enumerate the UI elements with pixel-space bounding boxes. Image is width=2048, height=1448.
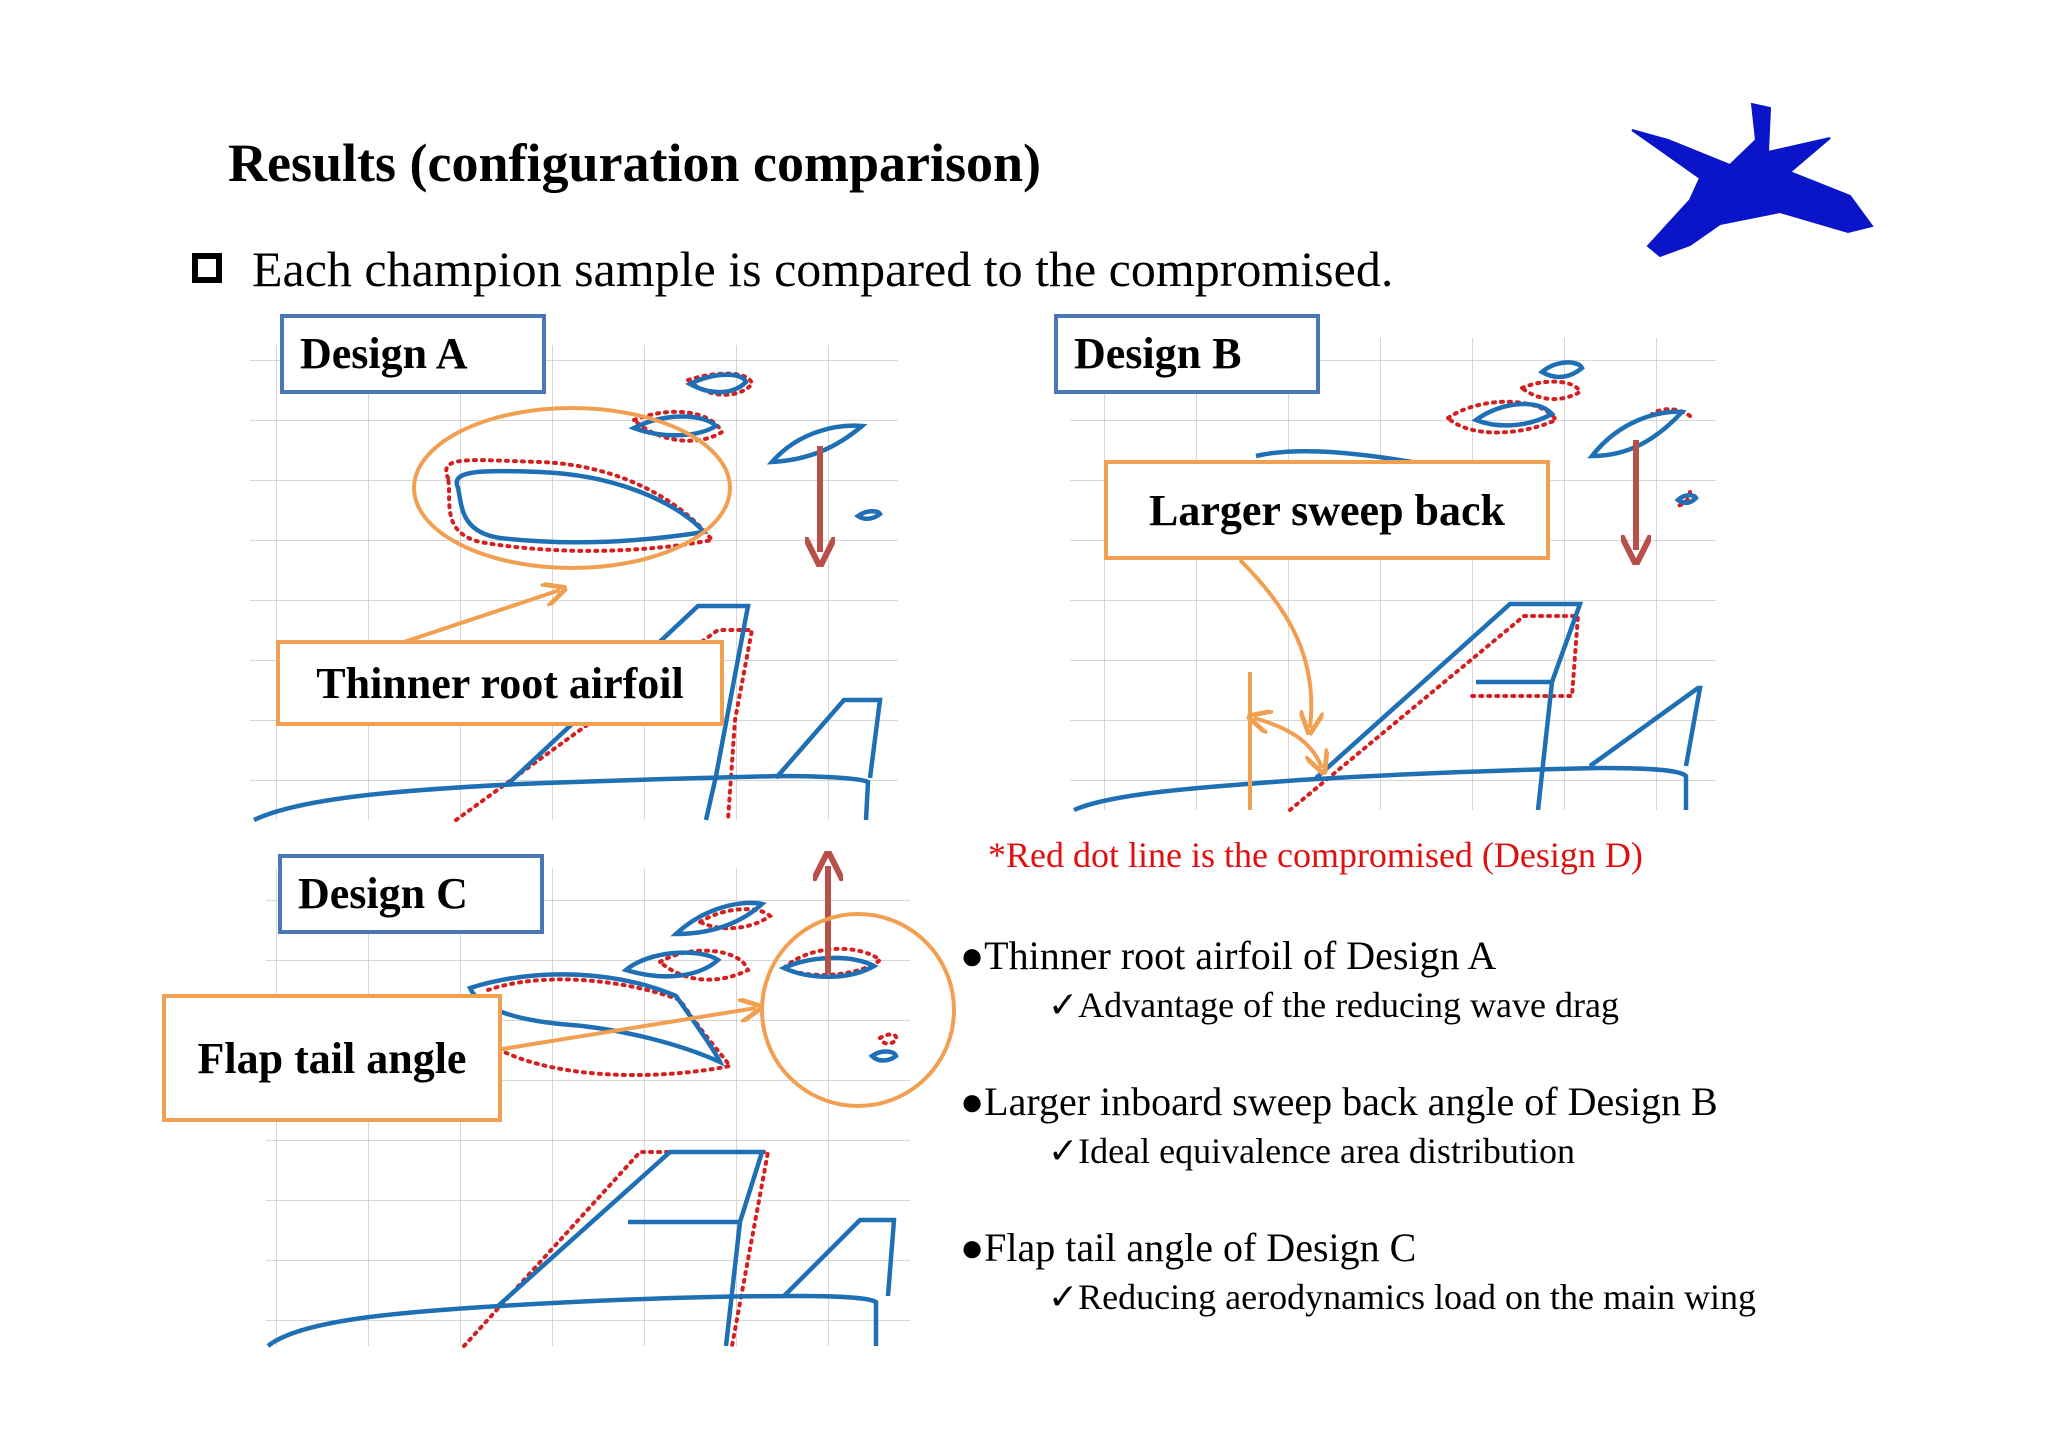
point-1-sub: ✓Advantage of the reducing wave drag	[1048, 985, 1619, 1025]
aircraft-icon	[1631, 102, 1874, 258]
design-a-panel	[250, 345, 898, 823]
subtitle: Each champion sample is compared to the …	[252, 241, 1394, 297]
point-3-main: ●Flap tail angle of Design C	[960, 1225, 1417, 1270]
design-b-panel	[1070, 338, 1716, 813]
compromised-note: *Red dot line is the compromised (Design…	[988, 835, 1643, 875]
design-c-label: Design C	[278, 854, 544, 934]
callout-larger-sweep-back: Larger sweep back	[1104, 460, 1550, 560]
point-3-sub: ✓Reducing aerodynamics load on the main …	[1048, 1277, 1756, 1317]
design-a-label: Design A	[280, 314, 546, 394]
design-b-label: Design B	[1054, 314, 1320, 394]
page-title: Results (configuration comparison)	[228, 133, 1041, 193]
callout-flap-tail-angle: Flap tail angle	[162, 994, 502, 1122]
point-1-main: ●Thinner root airfoil of Design A	[960, 933, 1497, 978]
callout-thinner-root-airfoil: Thinner root airfoil	[276, 640, 724, 726]
point-2-sub: ✓Ideal equivalence area distribution	[1048, 1131, 1575, 1171]
square-bullet-icon	[192, 253, 222, 283]
point-2-main: ●Larger inboard sweep back angle of Desi…	[960, 1079, 1718, 1124]
